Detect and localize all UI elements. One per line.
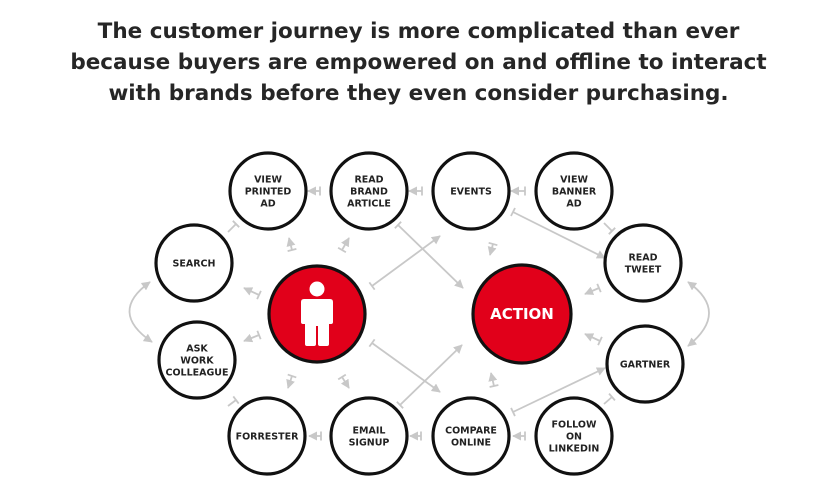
- connector-events-tweet: [510, 207, 606, 259]
- node-label-line: BANNER: [552, 187, 597, 198]
- node-circle: [227, 396, 307, 476]
- node-label-line: VIEW: [254, 175, 282, 186]
- connector-banner-tweet: [603, 222, 616, 235]
- node-circle: [154, 223, 234, 303]
- node-circle: [228, 151, 308, 231]
- connector-brand-to-printed: [307, 186, 321, 196]
- connector-customer-printed: [286, 237, 297, 252]
- node-label-line: LINKEDIN: [549, 444, 600, 455]
- node-label-line: ARTICLE: [347, 199, 391, 210]
- connector-customer-events: [368, 235, 441, 291]
- node-circle: [431, 396, 511, 476]
- connector-action-compare: [488, 372, 499, 388]
- connector-ask-forrester: [227, 395, 240, 407]
- connector-action-events: [487, 241, 498, 256]
- node-forrester: FORRESTER: [227, 396, 307, 476]
- connector-customer-brand: [337, 237, 350, 254]
- node-label-line: READ: [628, 253, 657, 264]
- node-circle: [157, 320, 237, 400]
- connector-events-to-brand: [408, 186, 423, 196]
- connector-customer-email: [337, 373, 350, 389]
- connector-linkedin-gartner: [603, 393, 616, 405]
- node-label-line: EMAIL: [353, 426, 386, 437]
- connector-email-action: [396, 344, 463, 409]
- connectors: [128, 186, 710, 441]
- person-icon: [301, 281, 333, 346]
- connector-printed-search: [227, 220, 240, 233]
- connector-compare-to-email: [409, 431, 422, 441]
- node-circle: [534, 151, 614, 231]
- node-label-line: BRAND: [350, 187, 388, 198]
- connector-linkedin-to-compare: [512, 431, 526, 441]
- node-label-line: GARTNER: [620, 360, 671, 371]
- customer-hub: [267, 264, 367, 364]
- headline-line-3: with brands before they even consider pu…: [108, 81, 729, 106]
- node-label-line: COMPARE: [445, 426, 497, 437]
- headline-line-1: The customer journey is more complicated…: [97, 19, 740, 44]
- action-label: ACTION: [490, 305, 554, 323]
- connector-compare-gartner: [510, 367, 606, 417]
- node-label-line: TWEET: [625, 265, 662, 276]
- action-hub-circle: [471, 263, 573, 365]
- connector-action-gartner: [584, 333, 603, 346]
- nodes: VIEWPRINTEDADREADBRANDARTICLEEVENTSVIEWB…: [154, 151, 685, 476]
- node-label-line: COLLEAGUE: [166, 368, 229, 379]
- connector-search-ask-curve: [128, 281, 153, 343]
- connector-action-tweet: [584, 283, 602, 295]
- node-label-line: AD: [260, 199, 275, 210]
- connector-brand-action: [394, 221, 464, 289]
- connector-customer-compare: [368, 338, 441, 393]
- node-gartner: GARTNER: [605, 324, 685, 404]
- connector-banner-to-events: [510, 186, 526, 196]
- node-label-line: WORK: [180, 356, 214, 367]
- node-label-line: ON: [566, 432, 582, 443]
- node-circle: [605, 324, 685, 404]
- node-label-line: VIEW: [560, 175, 588, 186]
- connector-customer-forrester: [286, 373, 297, 389]
- headline: The customer journey is more complicated…: [0, 16, 837, 109]
- connector-email-to-forrester: [308, 431, 322, 441]
- node-label-line: FORRESTER: [236, 432, 299, 443]
- node-circle: [329, 151, 409, 231]
- hubs: ACTION: [267, 263, 573, 365]
- node-label-line: SIGNUP: [349, 438, 390, 449]
- headline-line-2: because buyers are empowered on and offl…: [70, 50, 767, 75]
- node-label-line: ASK: [186, 344, 208, 355]
- node-circle: [329, 396, 409, 476]
- node-label-line: PRINTED: [245, 187, 292, 198]
- node-label-line: AD: [566, 199, 581, 210]
- node-label-line: FOLLOW: [552, 420, 597, 431]
- node-label-line: SEARCH: [173, 259, 216, 270]
- connector-customer-ask: [243, 330, 262, 343]
- connector-tweet-gartner-curve: [687, 281, 710, 347]
- node-events: EVENTS: [431, 151, 511, 231]
- node-search: SEARCH: [154, 223, 234, 303]
- connector-customer-search: [243, 287, 262, 300]
- node-circle: [603, 223, 683, 303]
- node-label-line: ONLINE: [451, 438, 491, 449]
- node-label-line: EVENTS: [450, 187, 492, 198]
- node-circle: [534, 396, 614, 476]
- node-circle: [431, 151, 511, 231]
- action-hub: ACTION: [471, 263, 573, 365]
- node-label-line: READ: [354, 175, 383, 186]
